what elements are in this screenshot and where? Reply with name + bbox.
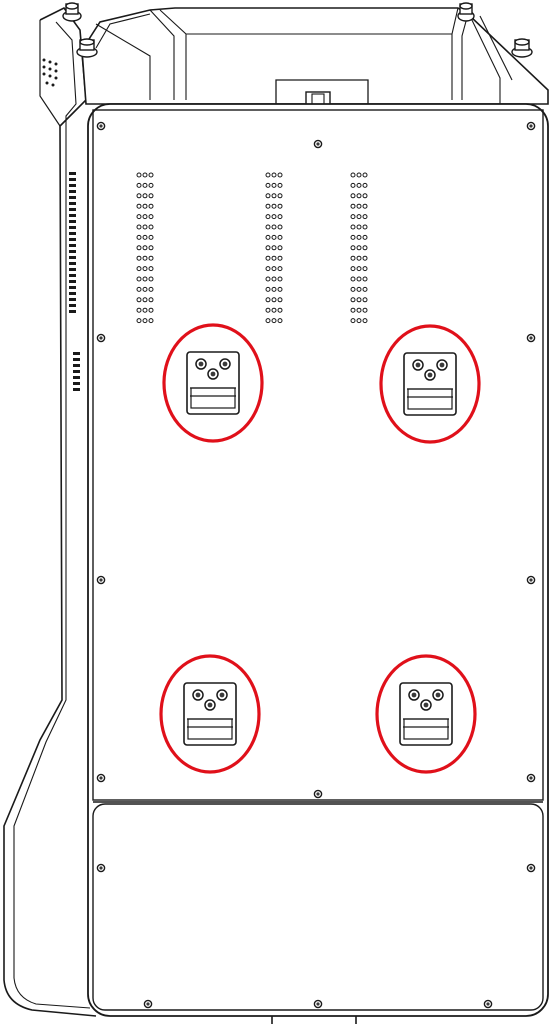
side-vent-top <box>42 58 58 87</box>
highlight-circle <box>375 654 477 774</box>
highlight-circle <box>159 654 261 774</box>
bracket-screw <box>436 359 448 371</box>
bracket-lower-right <box>375 654 477 774</box>
bracket-screw <box>408 689 420 701</box>
foot-top-left-front <box>76 38 98 58</box>
bracket-screw <box>219 358 231 370</box>
foot-top-right-rear <box>457 2 475 22</box>
bracket-screw <box>420 699 432 711</box>
bracket-screw <box>204 699 216 711</box>
rear-vent-grilles <box>136 172 368 324</box>
side-profile <box>3 6 97 1017</box>
bracket-screw <box>207 368 219 380</box>
top-feet <box>62 2 533 58</box>
foot-top-left-rear <box>62 2 82 22</box>
bracket-screw <box>192 689 204 701</box>
bracket-screw <box>432 689 444 701</box>
highlight-circle <box>162 323 264 443</box>
vent-grille <box>136 172 154 324</box>
bracket-screw <box>195 358 207 370</box>
bracket-screw <box>424 369 436 381</box>
mounting-brackets <box>159 323 481 774</box>
bracket-upper-right <box>379 324 481 444</box>
rear-panel <box>87 103 549 1024</box>
bracket-screw <box>412 359 424 371</box>
highlight-circle <box>379 324 481 444</box>
bracket-upper-left <box>162 323 264 443</box>
vent-grille <box>350 172 368 324</box>
bracket-lower-left <box>159 654 261 774</box>
top-housing <box>81 7 549 119</box>
vent-grille <box>265 172 283 324</box>
bracket-screw <box>216 689 228 701</box>
side-vent-slots <box>69 172 80 391</box>
foot-top-right-front <box>511 38 533 58</box>
